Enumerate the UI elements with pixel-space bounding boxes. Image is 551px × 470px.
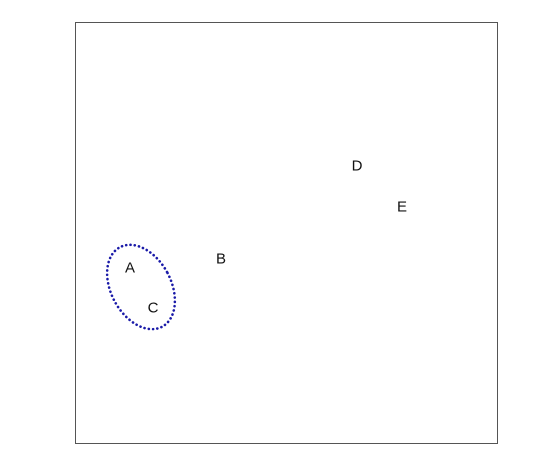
plot-frame xyxy=(75,22,498,444)
cluster-ellipse-a-c xyxy=(105,243,177,331)
point-label-b: B xyxy=(216,251,226,268)
point-label-d: D xyxy=(352,158,363,175)
point-label-a: A xyxy=(125,260,135,277)
point-label-e: E xyxy=(397,199,407,216)
point-label-c: C xyxy=(148,300,159,317)
